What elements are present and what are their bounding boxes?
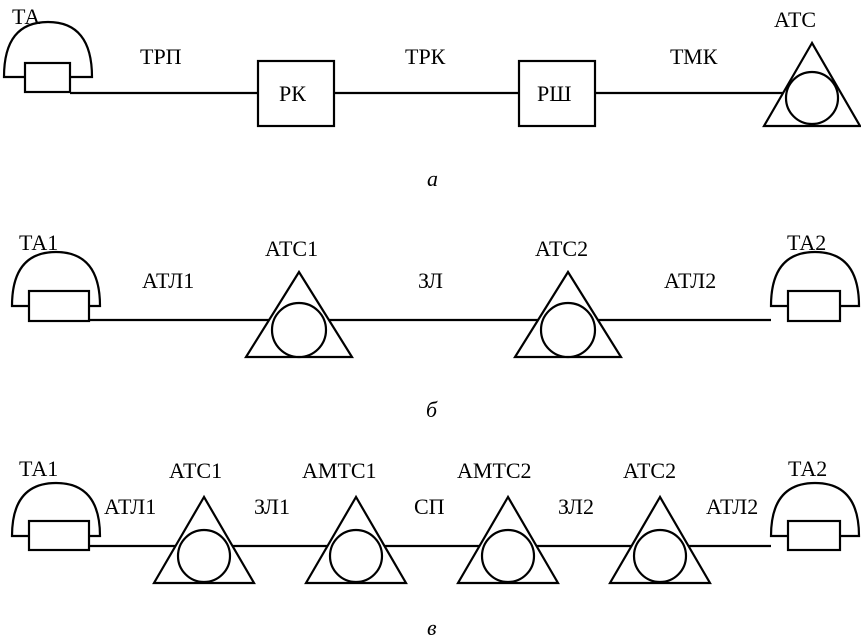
label-ta1: ТА1 — [19, 456, 58, 481]
exchange-ats1-icon — [152, 494, 256, 585]
telephone-handset-icon — [769, 481, 861, 552]
label-tmk: ТМК — [670, 44, 718, 69]
label-ats2: АТС2 — [535, 236, 588, 261]
exchange-ats2-icon — [608, 494, 712, 585]
label-atl2: АТЛ2 — [706, 494, 758, 519]
label-atl2: АТЛ2 — [664, 268, 716, 293]
caption-a: а — [427, 166, 438, 191]
label-sp: СП — [414, 494, 445, 519]
label-ta: ТА — [12, 4, 40, 29]
caption-c: в — [427, 615, 437, 640]
label-ta2: ТА2 — [787, 230, 826, 255]
telephone-handset-icon — [2, 20, 94, 94]
caption-b: б — [426, 397, 438, 422]
diagram-a: ТА ТРП РК ТРК РШ ТМК АТС а — [2, 4, 861, 191]
exchange-amts2-icon — [456, 494, 560, 585]
label-amts2: АМТС2 — [457, 458, 532, 483]
label-zl1: ЗЛ1 — [254, 494, 290, 519]
exchange-ats2-icon — [513, 269, 623, 359]
label-ats: АТС — [774, 7, 816, 32]
label-zl: ЗЛ — [418, 268, 443, 293]
label-atl1: АТЛ1 — [142, 268, 194, 293]
exchange-ats1-icon — [244, 269, 354, 359]
label-ats1: АТС1 — [169, 458, 222, 483]
label-atl1: АТЛ1 — [104, 494, 156, 519]
telephone-handset-icon — [769, 250, 861, 323]
label-ta2: ТА2 — [788, 456, 827, 481]
label-ats1: АТС1 — [265, 236, 318, 261]
telephone-handset-icon — [10, 250, 102, 323]
telephone-handset-icon — [10, 481, 102, 552]
label-ta1: ТА1 — [19, 230, 58, 255]
diagram-b: ТА1 АТЛ1 АТС1 ЗЛ АТС2 АТЛ2 ТА2 б — [10, 230, 861, 422]
diagram-c: ТА1 АТЛ1 АТС1 ЗЛ1 АМТС1 СП АМТС2 ЗЛ2 АТС… — [10, 456, 861, 640]
label-trk: ТРК — [405, 44, 446, 69]
label-rk: РК — [279, 81, 306, 106]
label-rsh: РШ — [537, 81, 571, 106]
label-zl2: ЗЛ2 — [558, 494, 594, 519]
exchange-amts1-icon — [304, 494, 408, 585]
exchange-ats-icon — [762, 40, 861, 128]
label-amts1: АМТС1 — [302, 458, 377, 483]
label-ats2: АТС2 — [623, 458, 676, 483]
label-trp: ТРП — [140, 44, 182, 69]
